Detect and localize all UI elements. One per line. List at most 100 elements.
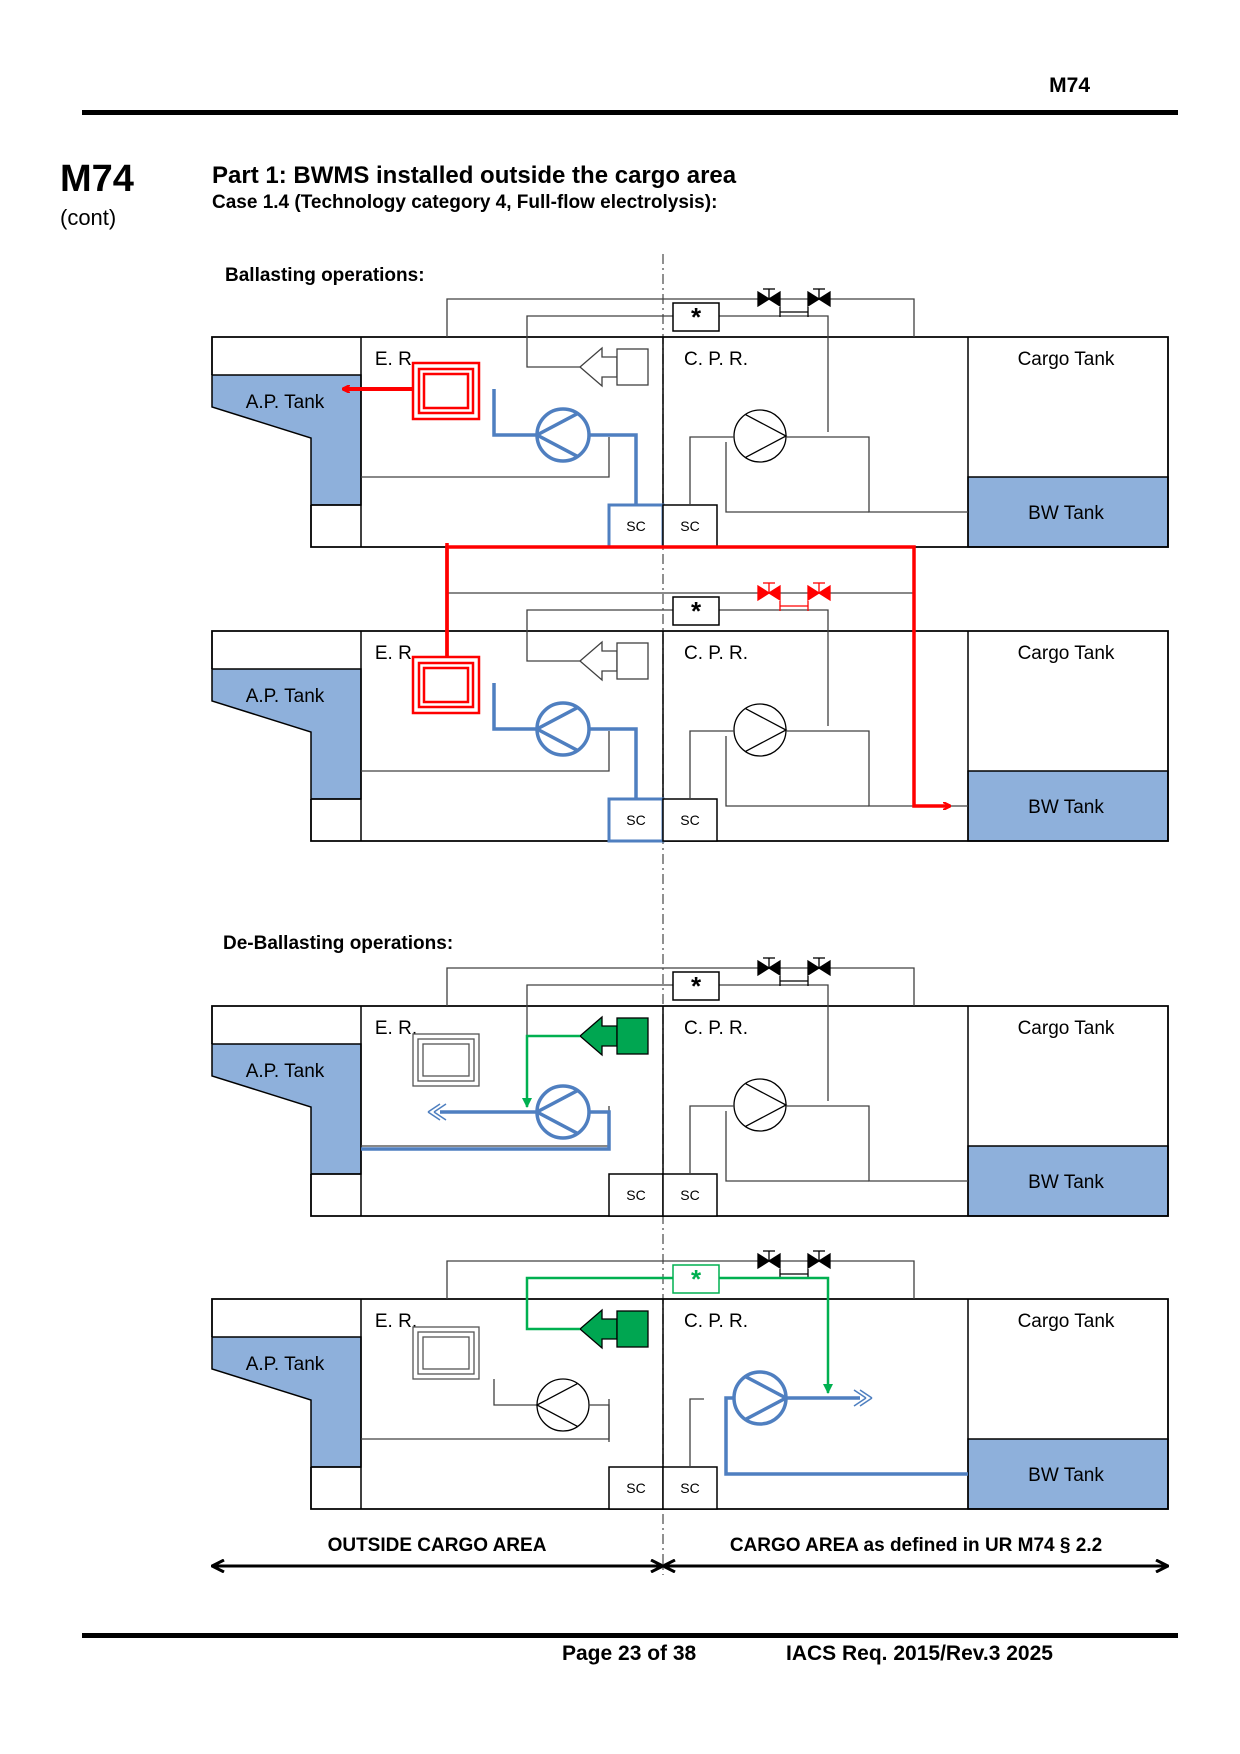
er-label: E. R. [375, 349, 417, 370]
sc-label-cpr: SC [680, 1480, 699, 1496]
ap-tank-label: A.P. Tank [246, 1354, 325, 1375]
sc-label-cpr: SC [680, 1187, 699, 1203]
er-label: E. R. [375, 1018, 417, 1039]
case-title: Case 1.4 (Technology category 4, Full-fl… [212, 192, 718, 213]
green-flow-2 [719, 1276, 833, 1394]
cpr-pump [732, 1370, 790, 1426]
valve-1 [757, 1250, 781, 1270]
sc-box-er [608, 1466, 664, 1510]
er-pump [533, 701, 591, 757]
bwms-unit [411, 655, 481, 715]
blue-suction [724, 1396, 968, 1476]
top-line [446, 967, 915, 1006]
injection-arrow [579, 1308, 649, 1350]
star-label: * [691, 302, 702, 332]
sc-box-cpr [662, 798, 718, 842]
valve-2 [807, 288, 831, 308]
cpr-label: C. P. R. [684, 349, 748, 370]
sc-box-cpr [662, 1173, 718, 1217]
footer-ref: IACS Req. 2015/Rev.3 2025 [786, 1642, 1053, 1665]
cpr-label: C. P. R. [684, 1311, 748, 1332]
er-pump [535, 1378, 590, 1432]
valve-2 [807, 957, 831, 977]
injection-arrow [579, 640, 649, 682]
star-label: * [691, 596, 702, 626]
star-box [672, 971, 720, 1001]
bw-tank-label: BW Tank [1028, 1465, 1104, 1486]
green-flow [522, 1034, 580, 1108]
header-code: M74 [1049, 74, 1090, 97]
bw-tank [967, 770, 1169, 842]
cargo-tank-label: Cargo Tank [1018, 349, 1115, 370]
bw-tank-label: BW Tank [1028, 1172, 1104, 1193]
ap-tank-label: A.P. Tank [246, 686, 325, 707]
cargo-tank-label: Cargo Tank [1018, 1018, 1115, 1039]
ap-tank-label: A.P. Tank [246, 392, 325, 413]
cargo-tank-label: Cargo Tank [1018, 643, 1115, 664]
injection-arrow [579, 346, 649, 388]
outside-area-label: OUTSIDE CARGO AREA [328, 1535, 547, 1556]
bwms-unit [412, 1326, 480, 1380]
footer-page: Page 23 of 38 [562, 1642, 697, 1665]
side-cont: (cont) [60, 205, 117, 230]
sc-label-cpr: SC [680, 518, 699, 534]
ballasting-label: Ballasting operations: [225, 265, 425, 286]
discharge-nozzle [427, 1103, 447, 1121]
cpr-pump [733, 703, 788, 757]
hull-outline [211, 336, 1169, 548]
cargo-tank-label: Cargo Tank [1018, 1311, 1115, 1332]
sc-label-er: SC [626, 1480, 645, 1496]
cpr-pump [733, 1078, 788, 1132]
footer-rule [82, 1633, 1178, 1638]
er-label: E. R. [375, 643, 417, 664]
part-title: Part 1: BWMS installed outside the cargo… [212, 162, 737, 189]
bw-tank [967, 476, 1169, 548]
valve-1 [757, 582, 781, 602]
cpr-label: C. P. R. [684, 643, 748, 664]
star-label: * [691, 1264, 702, 1294]
sc-label-er: SC [626, 812, 645, 828]
sc-label-cpr: SC [680, 812, 699, 828]
valve-1 [757, 288, 781, 308]
bwms-unit [411, 361, 481, 421]
valve-2 [807, 582, 831, 602]
cpr-label: C. P. R. [684, 1018, 748, 1039]
green-flow-1 [525, 1276, 673, 1331]
sc-label-er: SC [626, 1187, 645, 1203]
er-label: E. R. [375, 1311, 417, 1332]
star-label: * [691, 971, 702, 1001]
discharge-nozzle [853, 1389, 873, 1407]
sc-label-er: SC [626, 518, 645, 534]
blue-suction [361, 1110, 611, 1151]
cargo-area-label: CARGO AREA as defined in UR M74 § 2.2 [730, 1535, 1102, 1556]
bwms-unit [412, 1033, 480, 1087]
side-code: M74 [60, 158, 134, 200]
red-flow-to-bw [445, 545, 950, 806]
cpr-pump [733, 409, 788, 463]
top-line [446, 1260, 915, 1299]
top-line [446, 298, 915, 337]
hull-outline [211, 1298, 1169, 1510]
ap-tank-label: A.P. Tank [246, 1061, 325, 1082]
deballasting-label: De-Ballasting operations: [223, 933, 454, 954]
bw-tank-label: BW Tank [1028, 503, 1104, 524]
star-box [672, 302, 720, 332]
blue-line-2 [589, 727, 638, 799]
bw-tank-label: BW Tank [1028, 797, 1104, 818]
hull-outline [211, 1005, 1169, 1217]
blue-line-2 [589, 433, 638, 505]
valve-1 [757, 957, 781, 977]
blue-line-1 [492, 389, 537, 437]
hull-outline [211, 630, 1169, 842]
star-box [672, 596, 720, 626]
er-pump [533, 1084, 591, 1140]
header-rule [82, 110, 1178, 115]
er-pump [533, 407, 591, 463]
injection-arrow [579, 1015, 649, 1057]
blue-line-1 [492, 683, 537, 731]
